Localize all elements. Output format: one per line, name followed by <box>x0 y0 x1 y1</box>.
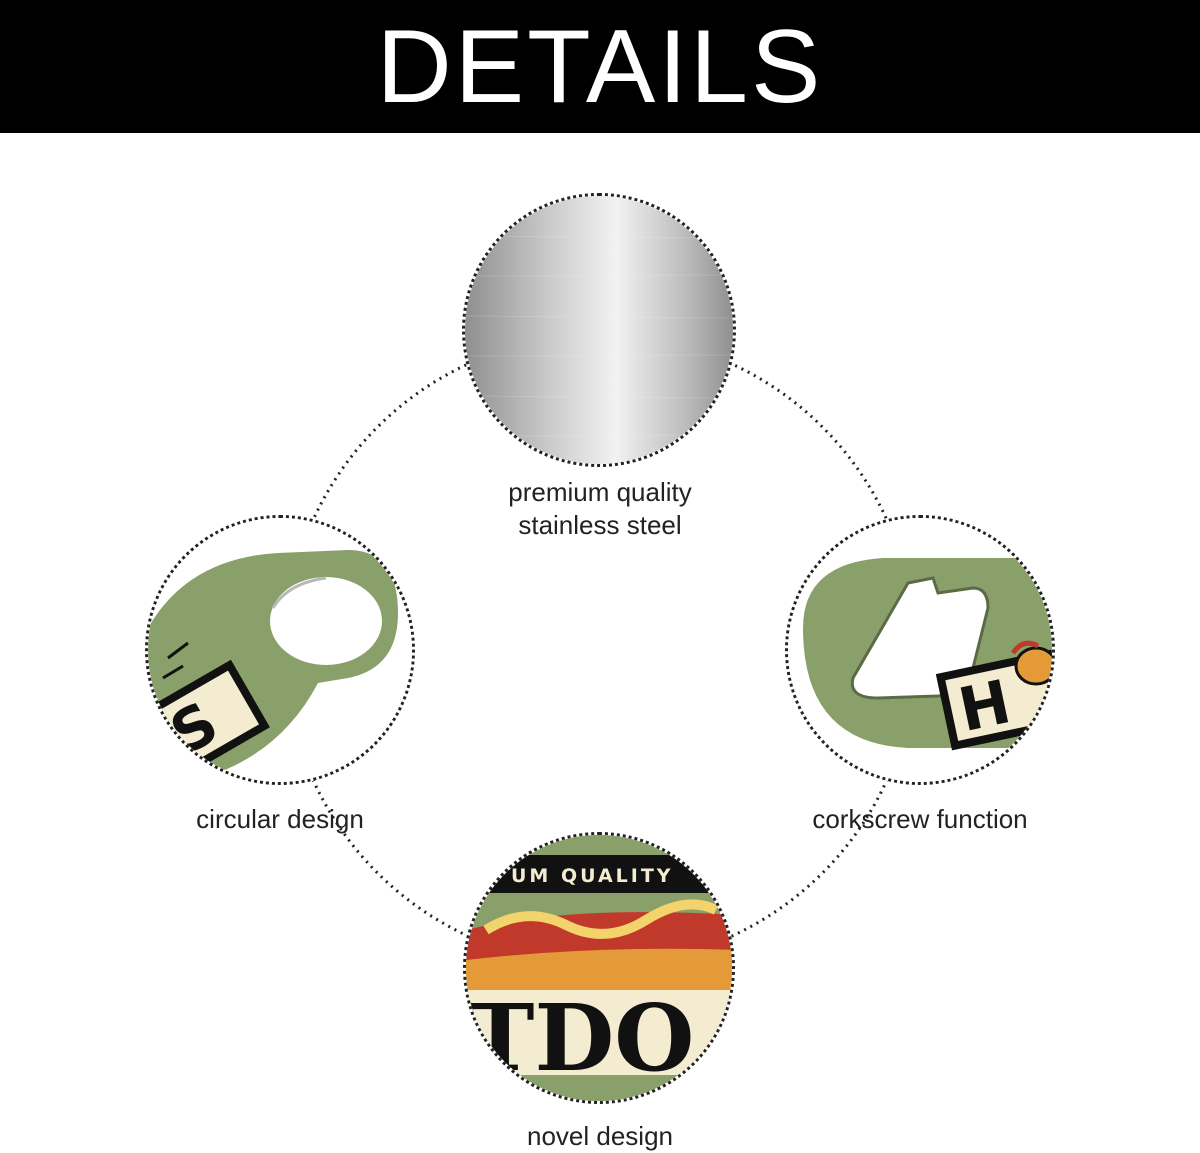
novel-label: novel design <box>527 1121 673 1151</box>
quality-banner-text: UM QUALITY <box>511 865 674 887</box>
steel-label: premium quality stainless steel <box>460 476 740 541</box>
steel-label-line2: stainless steel <box>518 509 682 540</box>
page-title: DETAILS <box>376 8 824 125</box>
hotdog-print-icon: UM QUALITY TDO <box>466 835 732 1101</box>
circular-label: circular design <box>196 804 364 834</box>
corkscrew-label: corkscrew function <box>812 804 1028 834</box>
steel-texture-icon <box>465 196 733 464</box>
corkscrew-detail-circle: H <box>785 515 1055 785</box>
novel-detail-circle: UM QUALITY TDO <box>463 832 735 1104</box>
steel-detail-circle <box>462 193 736 467</box>
round-opener-hole-icon: S <box>148 518 412 782</box>
circular-detail-circle: S <box>145 515 415 785</box>
steel-label-line1: premium quality <box>508 477 692 507</box>
bottle-opener-slot-icon: H <box>788 518 1052 782</box>
header-banner: DETAILS <box>0 0 1200 133</box>
